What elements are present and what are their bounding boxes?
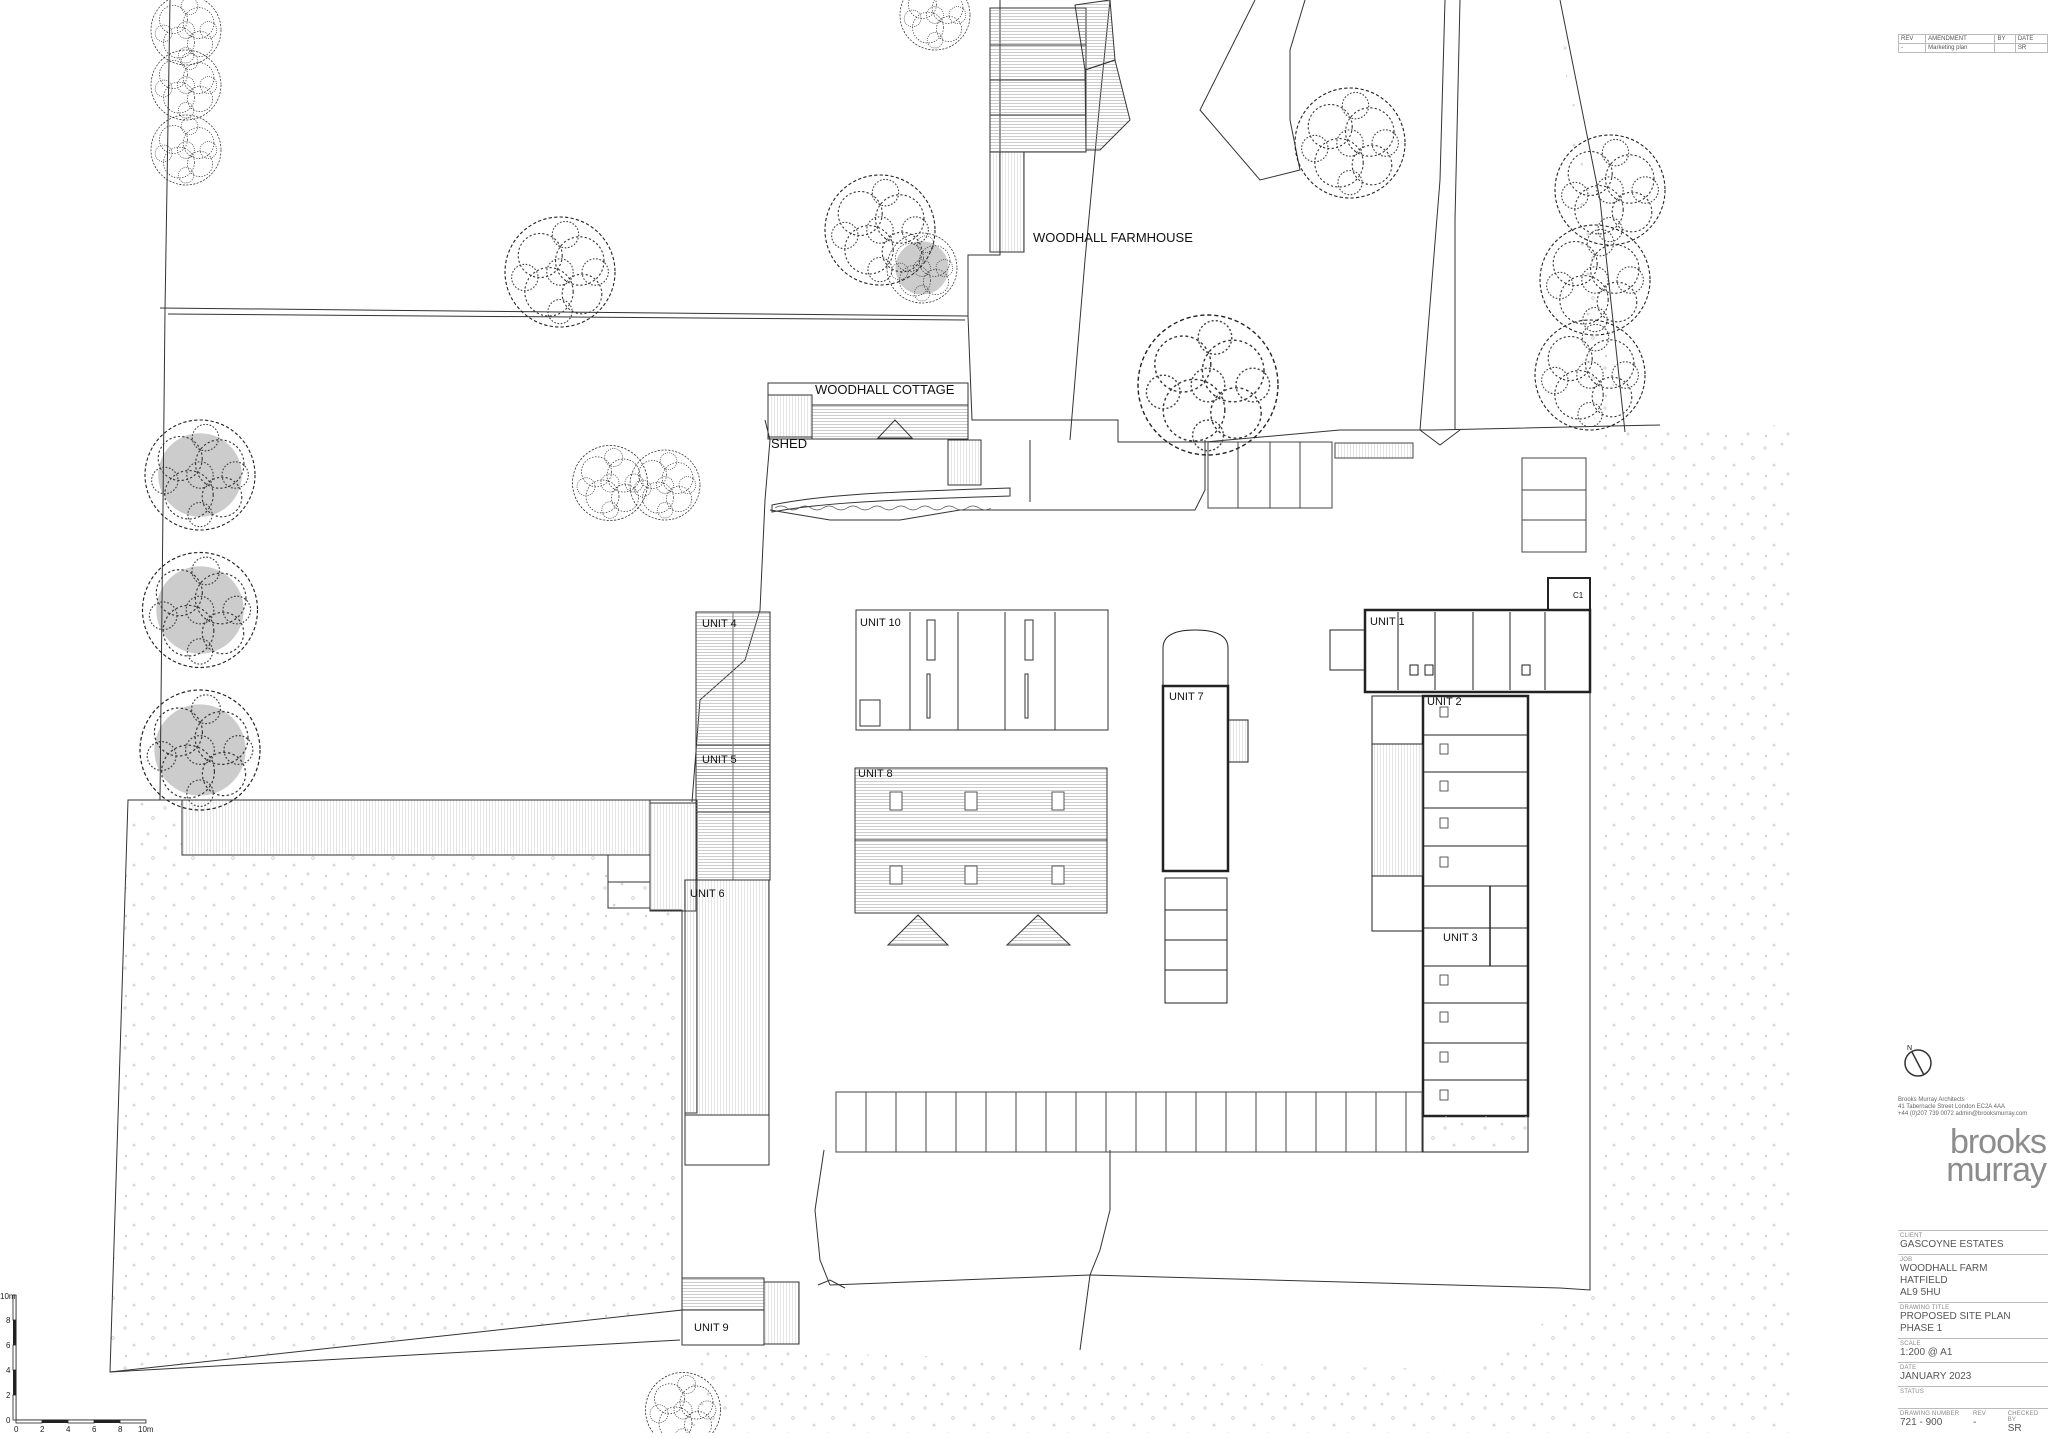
drawing-number-row: DRAWING NUMBER 721 - 900 REV - CHECKED B… — [1898, 1408, 2048, 1438]
logo-line-1: brooks — [1949, 1123, 2047, 1161]
label-unit-7: UNIT 7 — [1169, 691, 1204, 703]
job-line-3: AL9 5HU — [1900, 1287, 1941, 1298]
rev-col: REV — [1897, 34, 1927, 44]
gravel-areas — [109, 0, 1790, 1433]
drawing-title-row: DRAWING TITLE PROPOSED SITE PLAN PHASE 1 — [1898, 1302, 2048, 1338]
unit-10 — [855, 609, 1109, 731]
label-wc: C1 — [1573, 591, 1584, 600]
scale-h-8: 8 — [118, 1425, 123, 1433]
scale-v-8: 8 — [6, 1316, 11, 1325]
rev-value: - — [1973, 1417, 1977, 1428]
hedge — [771, 487, 1011, 513]
revision-row: - Marketing plan SR — [1897, 43, 2048, 53]
scale-v-0: 0 — [6, 1416, 11, 1425]
north-gate — [1419, 429, 1461, 446]
job-line-2: HATFIELD — [1900, 1275, 1948, 1286]
drawing-number-key: DRAWING NUMBER — [1900, 1411, 1960, 1417]
units-1-2-3 — [1329, 577, 1592, 1153]
unit-7 — [1161, 629, 1249, 1004]
label-unit-1: UNIT 1 — [1370, 616, 1405, 628]
scale-h-2: 2 — [40, 1425, 45, 1433]
label-unit-8: UNIT 8 — [858, 768, 893, 780]
label-unit-4: UNIT 4 — [702, 618, 737, 630]
practice-info: Brooks Murray Architects 41 Tabernacle S… — [1898, 1097, 2048, 1118]
unit-9 — [681, 1277, 846, 1346]
plan-labels: WOODHALL FARMHOUSE WOODHALL COTTAGE SHED… — [690, 230, 1584, 1334]
parking-bays-north — [1207, 441, 1587, 553]
date-key: DATE — [1900, 1365, 1917, 1371]
label-unit-10: UNIT 10 — [860, 617, 901, 629]
scale-value: 1:200 @ A1 — [1900, 1347, 1953, 1358]
practice-name: Brooks Murray Architects — [1898, 1097, 1965, 1103]
label-woodhall-farmhouse: WOODHALL FARMHOUSE — [1033, 230, 1193, 245]
scale-key: SCALE — [1900, 1341, 1921, 1347]
woodhall-farmhouse — [989, 0, 1131, 253]
drawing-number-value: 721 - 900 — [1900, 1417, 1943, 1428]
parking-bays-south — [835, 1091, 1423, 1153]
unit-8 — [854, 767, 1108, 946]
practice-address: 41 Tabernacle Street London EC2A 4AA — [1898, 1104, 2005, 1110]
revision-by — [1994, 43, 2016, 53]
drawing-title-line-2: PHASE 1 — [1900, 1323, 1943, 1334]
label-unit-3: UNIT 3 — [1443, 932, 1478, 944]
revision-rev: - — [1897, 43, 1927, 53]
practice-contact: +44 (0)207 739 0072 admin@brooksmurray.c… — [1898, 1111, 2028, 1117]
revision-header: REV AMENDMENT BY DATE — [1897, 34, 2048, 44]
revision-amendment: Marketing plan — [1925, 43, 1996, 53]
label-shed: SHED — [771, 436, 807, 451]
title-block: CLIENT GASCOYNE ESTATES JOB WOODHALL FAR… — [1898, 1230, 2048, 1438]
scale-h-10: 10m — [138, 1425, 154, 1433]
scale-v-4: 4 — [6, 1366, 11, 1375]
job-row: JOB WOODHALL FARM HATFIELD AL9 5HU — [1898, 1254, 2048, 1302]
brooks-murray-logo: brooks murray — [1916, 1123, 2047, 1189]
scale-h-4: 4 — [66, 1425, 71, 1433]
scale-row: SCALE 1:200 @ A1 — [1898, 1338, 2048, 1362]
revision-table: REV AMENDMENT BY DATE - Marketing plan S… — [1897, 0, 2048, 53]
job-line-1: WOODHALL FARM — [1900, 1263, 1988, 1274]
by-col: BY — [1994, 34, 2016, 44]
drawing-title-key: DRAWING TITLE — [1900, 1305, 1950, 1311]
client-value: GASCOYNE ESTATES — [1900, 1239, 2004, 1250]
logo-line-2: murray — [1946, 1151, 2047, 1189]
status-key: STATUS — [1900, 1389, 1924, 1395]
woodhall-cottage — [767, 382, 982, 486]
north-arrow-icon: N — [1904, 1045, 1932, 1077]
drawing-title-line-1: PROPOSED SITE PLAN — [1900, 1311, 2011, 1322]
revision-date: SR — [2014, 43, 2048, 53]
rev-key: REV — [1973, 1411, 1986, 1417]
scale-v-2: 2 — [6, 1391, 11, 1400]
label-unit-2: UNIT 2 — [1427, 696, 1462, 708]
date-col: DATE — [2014, 34, 2048, 44]
client-row: CLIENT GASCOYNE ESTATES — [1898, 1230, 2048, 1254]
client-key: CLIENT — [1900, 1233, 1923, 1239]
date-value: JANUARY 2023 — [1900, 1371, 1972, 1382]
label-woodhall-cottage: WOODHALL COTTAGE — [815, 382, 955, 397]
label-unit-6: UNIT 6 — [690, 888, 725, 900]
scale-h-0: 0 — [14, 1425, 19, 1433]
units-4-5-6 — [181, 611, 771, 1166]
scale-h-6: 6 — [92, 1425, 97, 1433]
label-unit-9: UNIT 9 — [694, 1322, 729, 1334]
scale-v-6: 6 — [6, 1341, 11, 1350]
job-key: JOB — [1900, 1257, 1913, 1263]
checked-value: SR — [2007, 1423, 2022, 1434]
scale-v-10: 10m — [0, 1292, 16, 1301]
status-row: STATUS — [1898, 1386, 2048, 1408]
scale-bar: 10m 8 6 4 2 0 0 2 4 6 8 10m — [0, 1292, 154, 1433]
date-row: DATE JANUARY 2023 — [1898, 1362, 2048, 1386]
amendment-col: AMENDMENT — [1925, 34, 1996, 44]
label-unit-5: UNIT 5 — [702, 754, 737, 766]
checked-key: CHECKED BY — [2007, 1411, 2039, 1423]
north-label: N — [1907, 1045, 1912, 1052]
unit-window-icons — [1439, 706, 1449, 1101]
